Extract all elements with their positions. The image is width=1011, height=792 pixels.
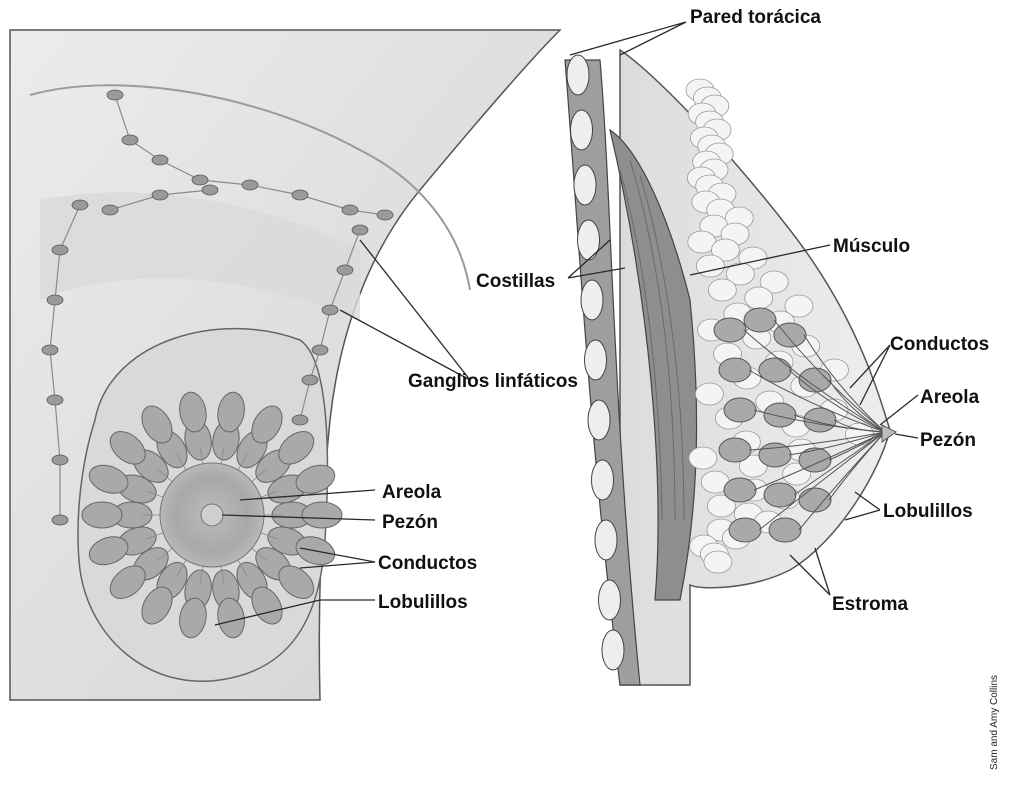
label-ducts-front: Conductos (378, 553, 477, 574)
lymph-node (192, 175, 208, 185)
lymph-node (72, 200, 88, 210)
lymph-node (52, 515, 68, 525)
lobule (719, 358, 751, 382)
lymph-node (377, 210, 393, 220)
lymph-node (292, 415, 308, 425)
rib (581, 280, 603, 320)
lymph-node (47, 295, 63, 305)
lobule (724, 478, 756, 502)
rib (567, 55, 589, 95)
lobule (719, 438, 751, 462)
label-nipple-front: Pezón (382, 512, 438, 533)
fat-lobule (708, 279, 736, 301)
lobule (799, 368, 831, 392)
lymph-node (202, 185, 218, 195)
label-chest-wall: Pared torácica (690, 7, 821, 28)
label-ribs: Costillas (476, 271, 555, 292)
label-stroma: Estroma (832, 594, 908, 615)
lymph-node (302, 375, 318, 385)
lobule (714, 318, 746, 342)
label-ducts-side: Conductos (890, 334, 989, 355)
lymph-node (352, 225, 368, 235)
lymph-node (102, 205, 118, 215)
rib (574, 165, 596, 205)
lobule (302, 502, 342, 528)
lymph-node (242, 180, 258, 190)
front-view (10, 30, 560, 700)
label-lobules-side: Lobulillos (883, 501, 973, 522)
rib (592, 460, 614, 500)
artist-credit: Sam and Amy Collins (989, 675, 1000, 770)
fat-lobule (745, 287, 773, 309)
label-lobules-front: Lobulillos (378, 592, 468, 613)
lymph-node (322, 305, 338, 315)
lobule (724, 398, 756, 422)
lymph-node (42, 345, 58, 355)
label-nipple-side: Pezón (920, 430, 976, 451)
fat-lobule (696, 255, 724, 277)
lymph-node (52, 245, 68, 255)
fat-lobule (689, 447, 717, 469)
lobule (799, 488, 831, 512)
lymph-node (152, 190, 168, 200)
label-muscle: Músculo (833, 236, 910, 257)
side-view (565, 50, 896, 685)
lobule (82, 502, 122, 528)
fat-lobule (695, 383, 723, 405)
lymph-node (312, 345, 328, 355)
rib (578, 220, 600, 260)
label-areola-front: Areola (382, 482, 442, 503)
lymph-node (47, 395, 63, 405)
label-areola-side: Areola (920, 387, 980, 408)
fat-lobule (704, 551, 732, 573)
lymph-node (342, 205, 358, 215)
rib (571, 110, 593, 150)
lymph-node (337, 265, 353, 275)
lymph-node (152, 155, 168, 165)
lobule (729, 518, 761, 542)
rib (599, 580, 621, 620)
label-lymph-nodes: Ganglios linfáticos (408, 371, 578, 392)
lobule (764, 403, 796, 427)
lobule (744, 308, 776, 332)
lymph-node (107, 90, 123, 100)
rib (595, 520, 617, 560)
rib (585, 340, 607, 380)
lymph-node (52, 455, 68, 465)
nipple-front (201, 504, 223, 526)
lobule (764, 483, 796, 507)
lymph-node (292, 190, 308, 200)
lobule (769, 518, 801, 542)
lymph-node (122, 135, 138, 145)
rib (602, 630, 624, 670)
rib (588, 400, 610, 440)
